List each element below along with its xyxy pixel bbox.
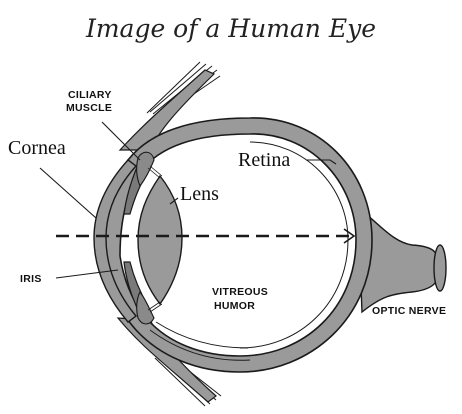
label-retina: Retina xyxy=(238,149,290,171)
optic-nerve-end xyxy=(434,245,446,291)
label-cornea: Cornea xyxy=(8,137,66,159)
cornea-leader xyxy=(40,168,96,218)
label-vitreous-humor-line1: VITREOUS xyxy=(212,286,268,298)
label-iris: IRIS xyxy=(20,273,42,285)
label-vitreous-humor-line2: HUMOR xyxy=(214,300,255,312)
label-ciliary-muscle-line2: MUSCLE xyxy=(66,102,112,114)
ciliary-body-top xyxy=(137,152,154,186)
label-lens: Lens xyxy=(180,183,219,205)
lens xyxy=(138,176,182,304)
label-optic-nerve: OPTIC NERVE xyxy=(372,305,446,317)
label-ciliary-muscle-line1: CILIARY xyxy=(68,89,112,101)
